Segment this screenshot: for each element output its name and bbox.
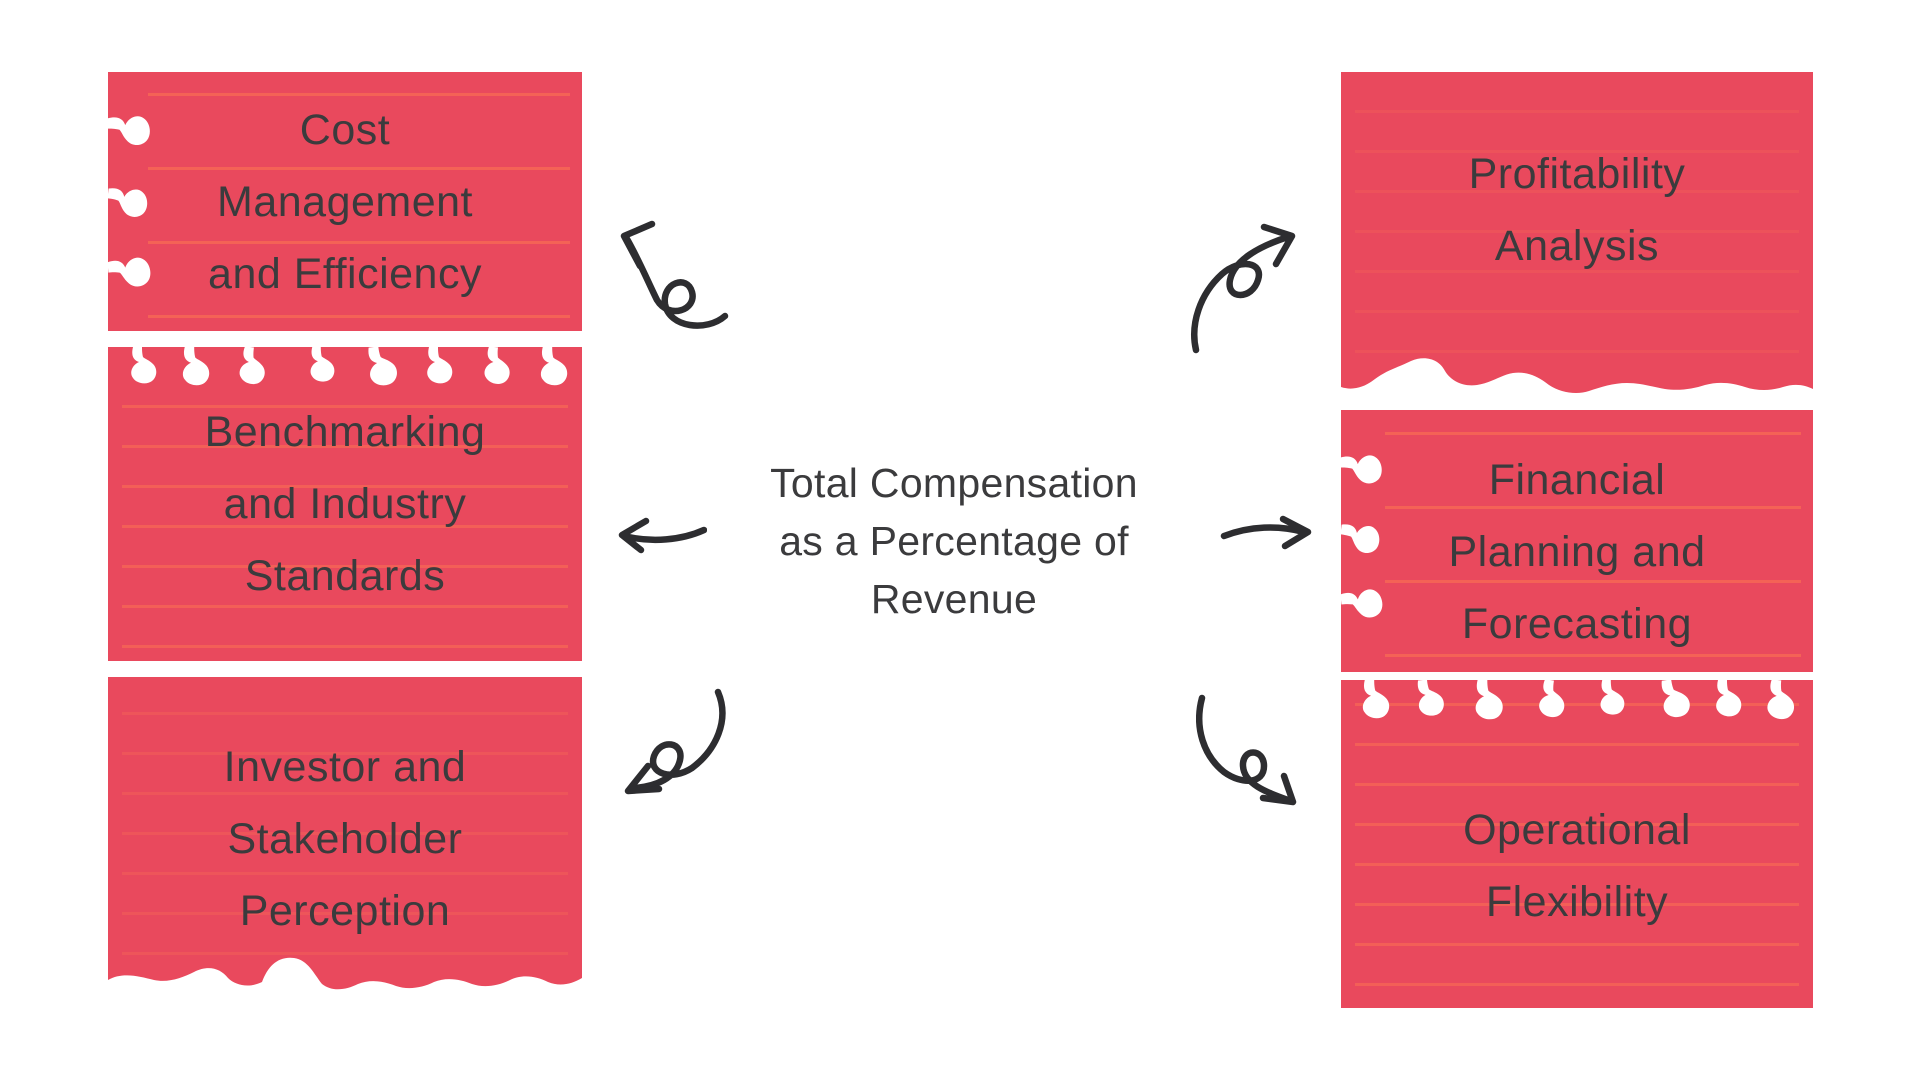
note-financial-planning: Financial Planning and Forecasting — [1341, 410, 1813, 672]
note-label: Financial Planning and Forecasting — [1448, 456, 1706, 648]
curved-arrow-up-left-icon — [620, 220, 729, 329]
arrow-left-icon — [618, 517, 707, 554]
note-cost-management: Cost Management and Efficiency — [108, 72, 582, 331]
note-label: Cost Management and Efficiency — [208, 105, 482, 298]
torn-edge-bottom — [1341, 358, 1813, 404]
torn-edge-bottom — [108, 957, 582, 1001]
note-label: Profitability Analysis — [1468, 150, 1686, 270]
curved-arrow-down-left-icon — [624, 688, 726, 795]
curved-arrow-down-right-icon — [1196, 694, 1297, 806]
note-benchmarking: Benchmarking and Industry Standards — [108, 347, 582, 661]
note-label: Operational Flexibility — [1463, 806, 1691, 926]
note-profitability-analysis: Profitability Analysis — [1341, 72, 1813, 404]
note-operational-flexibility: Operational Flexibility — [1341, 680, 1813, 1008]
note-label: Benchmarking and Industry Standards — [204, 408, 486, 600]
center-topic: Total Compensation as a Percentage of Re… — [770, 460, 1138, 622]
arrow-right-icon — [1220, 515, 1312, 550]
curved-arrow-up-right-icon — [1191, 223, 1296, 354]
note-label: Investor and Stakeholder Perception — [223, 743, 467, 935]
note-investor-perception: Investor and Stakeholder Perception — [108, 677, 582, 1001]
